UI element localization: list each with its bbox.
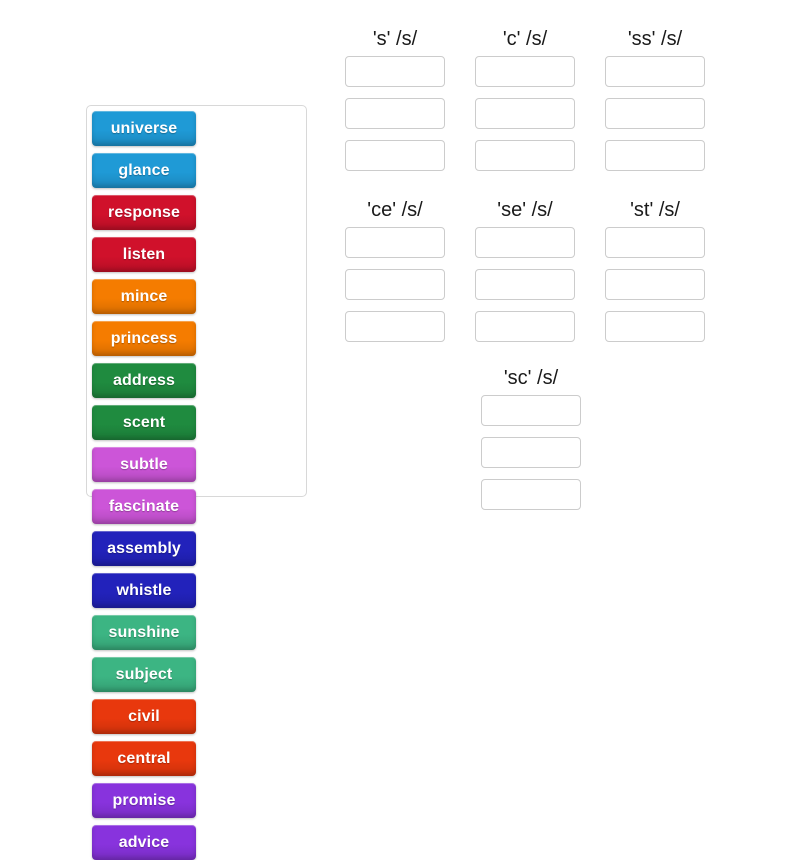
dropzone[interactable] xyxy=(345,98,445,129)
category-column: 's' /s/ xyxy=(330,22,460,171)
dropzone[interactable] xyxy=(345,269,445,300)
dropzone[interactable] xyxy=(605,227,705,258)
word-tile[interactable]: subject xyxy=(92,657,196,692)
word-tile[interactable]: assembly xyxy=(92,531,196,566)
word-tile[interactable]: response xyxy=(92,195,196,230)
dropzone-stack xyxy=(605,227,705,342)
word-tile[interactable]: glance xyxy=(92,153,196,188)
dropzone[interactable] xyxy=(475,311,575,342)
word-tile[interactable]: princess xyxy=(92,321,196,356)
category-column: 'se' /s/ xyxy=(460,193,590,342)
dropzone-stack xyxy=(481,395,581,510)
dropzone[interactable] xyxy=(475,227,575,258)
dropzone[interactable] xyxy=(605,311,705,342)
category-row-2: 'ce' /s/ 'se' /s/ 'st' /s/ xyxy=(330,193,720,342)
category-title: 's' /s/ xyxy=(372,28,418,50)
word-tile[interactable]: address xyxy=(92,363,196,398)
row-spacer xyxy=(330,342,720,361)
word-tile[interactable]: sunshine xyxy=(92,615,196,650)
dropzone[interactable] xyxy=(475,140,575,171)
dropzone[interactable] xyxy=(605,98,705,129)
word-tile[interactable]: mince xyxy=(92,279,196,314)
category-column: 'ce' /s/ xyxy=(330,193,460,342)
dropzone[interactable] xyxy=(345,227,445,258)
word-tile[interactable]: advice xyxy=(92,825,196,860)
category-title: 'c' /s/ xyxy=(502,28,548,50)
dropzone[interactable] xyxy=(345,56,445,87)
dropzone[interactable] xyxy=(481,437,581,468)
word-bank-panel[interactable]: universe glance response listen mince princes… xyxy=(86,105,307,860)
category-title: 'st' /s/ xyxy=(630,199,680,221)
dropzone[interactable] xyxy=(475,269,575,300)
word-tile[interactable]: central xyxy=(92,741,196,776)
word-tile[interactable]: fascinate xyxy=(92,489,196,524)
word-tile[interactable]: listen xyxy=(92,237,196,272)
word-tile[interactable]: universe xyxy=(92,111,196,146)
dropzone[interactable] xyxy=(605,269,705,300)
category-column: 'st' /s/ xyxy=(590,193,720,342)
category-column: 'c' /s/ xyxy=(460,22,590,171)
categories-area: 's' /s/'c' /s/'ss' /s/ 'ce' /s/'se' /s/'… xyxy=(330,22,720,510)
dropzone[interactable] xyxy=(605,56,705,87)
dropzone-stack xyxy=(475,227,575,342)
word-tile[interactable]: subtle xyxy=(92,447,196,482)
dropzone-stack xyxy=(605,56,705,171)
dropzone[interactable] xyxy=(475,98,575,129)
category-title: 'ss' /s/ xyxy=(627,28,683,50)
dropzone[interactable] xyxy=(481,395,581,426)
word-tile[interactable]: scent xyxy=(92,405,196,440)
category-column: 'ss' /s/ xyxy=(590,22,720,171)
word-tile[interactable]: whistle xyxy=(92,573,196,608)
row-spacer xyxy=(330,171,720,193)
category-title: 'se' /s/ xyxy=(497,199,553,221)
dropzone[interactable] xyxy=(345,140,445,171)
category-row-3: 'sc' /s/ xyxy=(330,361,720,510)
dropzone[interactable] xyxy=(345,311,445,342)
category-title: 'sc' /s/ xyxy=(503,367,559,389)
dropzone-stack xyxy=(475,56,575,171)
dropzone-stack xyxy=(345,227,445,342)
category-title: 'ce' /s/ xyxy=(367,199,423,221)
word-tile[interactable]: promise xyxy=(92,783,196,818)
word-tile[interactable]: civil xyxy=(92,699,196,734)
dropzone[interactable] xyxy=(481,479,581,510)
dropzone-stack xyxy=(345,56,445,171)
dropzone[interactable] xyxy=(605,140,705,171)
category-row-1: 's' /s/ 'c' /s/ 'ss' /s/ xyxy=(330,22,720,171)
category-column: 'sc' /s/ xyxy=(464,361,598,510)
dropzone[interactable] xyxy=(475,56,575,87)
